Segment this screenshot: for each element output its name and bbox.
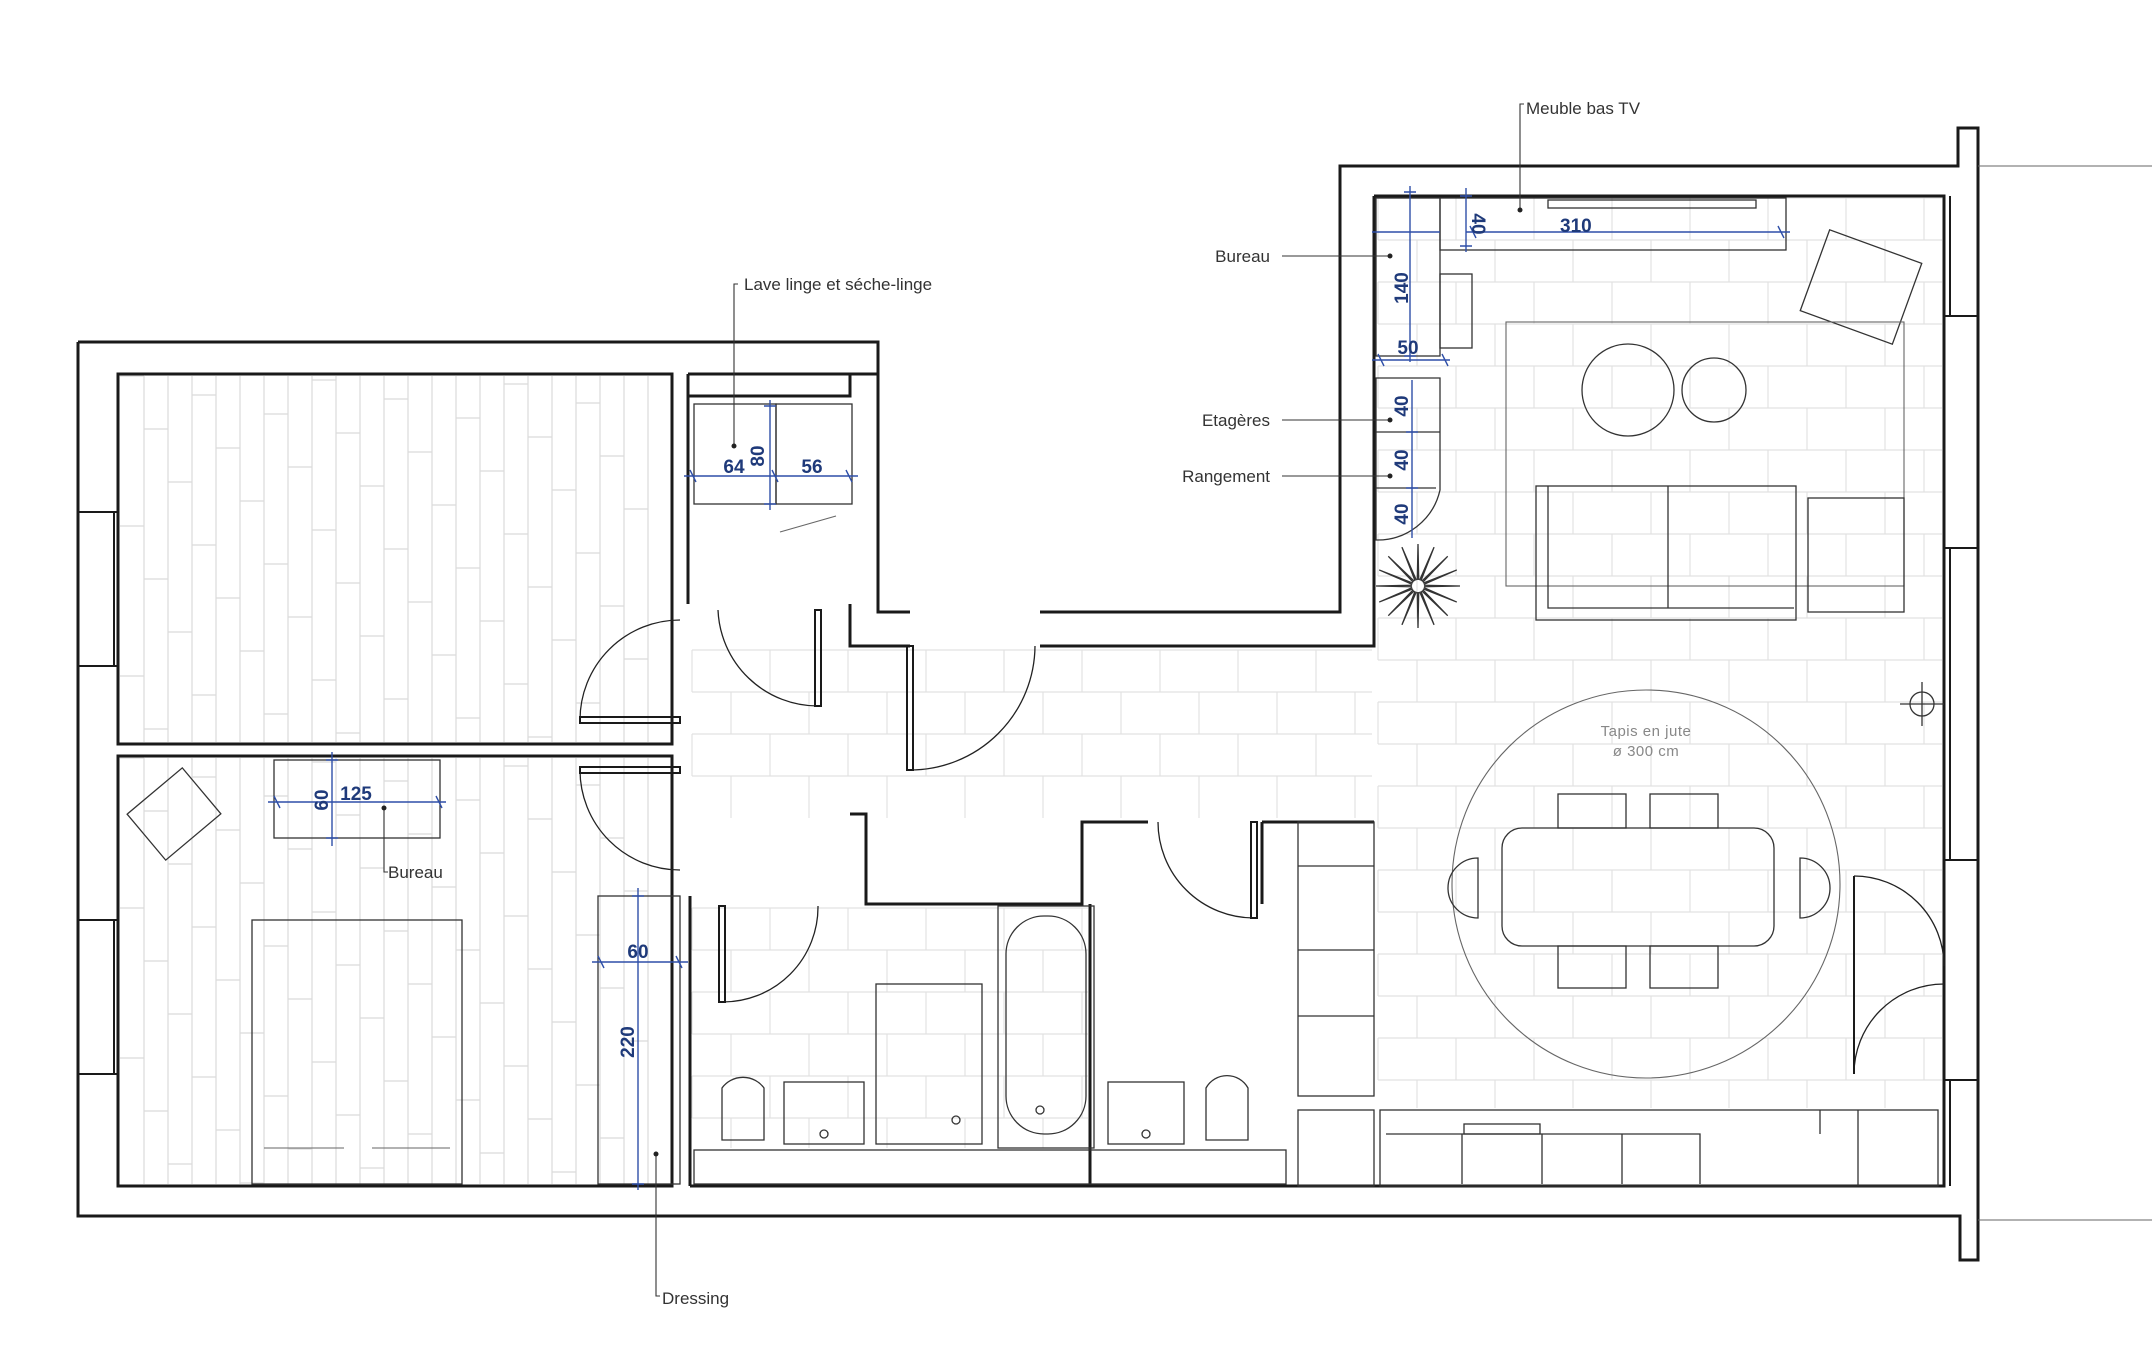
door-bedroom-top[interactable] [579,619,681,721]
door-bathroom-left[interactable] [721,905,819,1003]
bedroom-chair [126,766,222,862]
cabinet-left [875,983,983,1145]
dining-table [1501,827,1775,947]
door-bathroom-right[interactable] [1157,821,1255,919]
plant-icon [1375,543,1461,629]
dimension-labels: 310 40 140 50 40 40 40 64 80 56 125 60 6… [312,213,1592,1057]
door-entry[interactable] [909,645,1036,771]
sofa [1535,485,1797,621]
dim-dressing-depth: 60 [627,942,648,963]
storage-column [1297,821,1375,1097]
label-dressing: Dressing [662,1289,729,1308]
toilet-right [1205,1075,1249,1141]
washbasin-right [1107,1081,1185,1145]
dim-tv-depth: 40 [1467,213,1488,234]
dim-washer-width: 64 [723,457,745,478]
dim-desk-depth: 50 [1397,338,1418,359]
bed [251,919,463,1185]
dining-rug [1451,689,1841,1079]
dim-tv-length: 310 [1560,216,1592,237]
label-tv-unit: Meuble bas TV [1526,99,1641,118]
dim-shelf-2: 40 [1392,449,1413,470]
label-laundry: Lave linge et séche-linge [744,275,932,294]
label-storage: Rangement [1182,467,1270,486]
kitchen-counter [1379,1109,1939,1187]
dim-shelf-3: 40 [1392,503,1413,524]
door-laundry[interactable] [717,609,819,707]
outer-walls [76,126,2152,1262]
door-right[interactable] [1853,875,1945,967]
ceiling-light-icon [1900,682,1944,726]
label-rug-diameter: ø 300 cm [1613,743,1680,760]
annotations: Meuble bas TV Bureau Lave linge et séche… [381,99,1692,1308]
coffee-table-small [1681,357,1747,423]
doors [579,609,1945,1075]
dim-bedroom-desk-length: 125 [340,784,372,805]
bathtub [997,905,1095,1149]
parquet-floor-top-bedroom [120,375,649,742]
coffee-table-large [1581,343,1675,437]
interior-walls [686,372,1374,1186]
toilet-left [721,1076,765,1141]
dim-dryer-width: 56 [801,457,822,478]
bathroom-bench [693,1149,1287,1185]
washbasin-left [783,1081,865,1145]
tv-unit [1439,197,1787,251]
armchair [1799,229,1923,345]
parquet-floor-bottom-bedroom [120,757,649,1184]
furniture [126,197,1939,1187]
door-bedroom-bottom[interactable] [579,769,681,871]
dim-bedroom-desk-depth: 60 [312,789,333,810]
dim-desk-length: 140 [1392,272,1413,304]
dim-washer-depth: 80 [748,445,769,466]
dryer [775,403,853,505]
side-table [1807,497,1905,613]
dimension-lines [268,186,1790,1190]
living-rug [1505,321,1905,587]
dressing [597,895,681,1185]
label-bedroom-desk: Bureau [388,863,443,882]
label-shelves: Etagères [1202,411,1270,430]
label-living-desk: Bureau [1215,247,1270,266]
label-rug-material: Tapis en jute [1601,723,1692,740]
dim-shelf-1: 40 [1392,395,1413,416]
dim-dressing-length: 220 [618,1026,639,1058]
tile-floor [691,197,1942,1148]
bedroom-desk [273,759,441,839]
